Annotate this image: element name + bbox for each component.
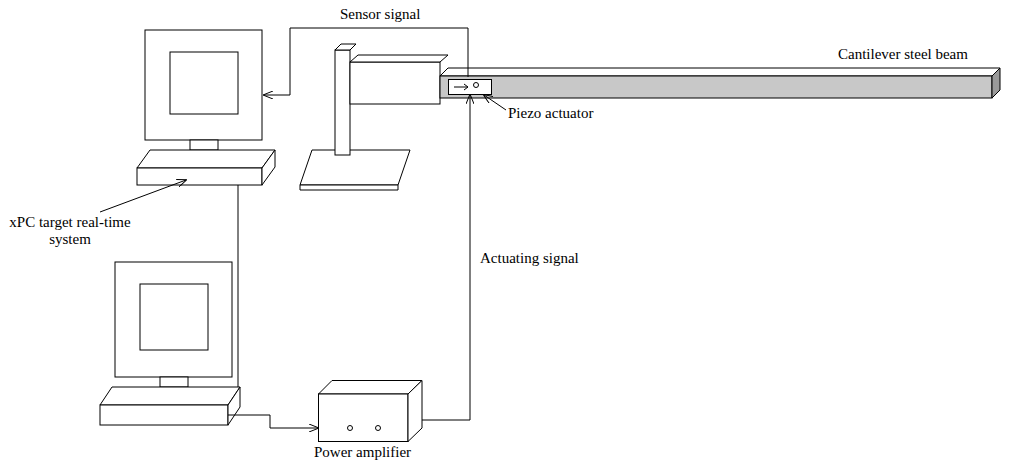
screen: [140, 284, 208, 350]
piezo-actuator: Piezo actuator: [448, 79, 492, 95]
signal-connector: [422, 95, 470, 420]
network-wire: [238, 185, 239, 387]
computer-base-side: [262, 150, 275, 185]
node-label: Piezo actuator: [508, 105, 593, 122]
clamp-post: [335, 50, 350, 155]
monitor-stand: [160, 377, 188, 387]
monitor: [145, 30, 262, 140]
leader-line: [484, 95, 506, 110]
screen: [170, 52, 238, 114]
beam-end: [992, 68, 1000, 98]
clamp-base-edge: [300, 185, 398, 190]
clamp-post-top: [335, 44, 356, 50]
clamp-block: [350, 62, 440, 104]
part-label: Cantilever steel beam: [838, 46, 968, 63]
computer-base-top: [100, 387, 240, 405]
clamp-base: [300, 150, 410, 185]
computer-base-front: [137, 168, 262, 185]
clamp-block-top: [350, 55, 448, 62]
monitor: [115, 262, 232, 377]
computer-base-top: [137, 150, 275, 168]
node-label: Power amplifier: [314, 444, 411, 461]
beam-top: [440, 68, 1000, 76]
signal-label: Sensor signal: [340, 6, 420, 23]
sensor-wire: [264, 28, 468, 95]
computer-base-side: [228, 387, 240, 425]
control-wire: [228, 415, 318, 428]
power-amplifier-outline: [318, 380, 422, 442]
computer-base-front: [100, 405, 228, 425]
power-amplifier: Power amplifier: [318, 380, 422, 442]
leader-line: [100, 180, 186, 212]
cantilever-beam: [440, 76, 992, 98]
callout-label: xPC target real-time system: [8, 214, 132, 248]
monitor-stand: [190, 140, 218, 150]
piezo-actuator-outline: [448, 79, 492, 95]
edge-label: Actuating signal: [478, 250, 581, 267]
